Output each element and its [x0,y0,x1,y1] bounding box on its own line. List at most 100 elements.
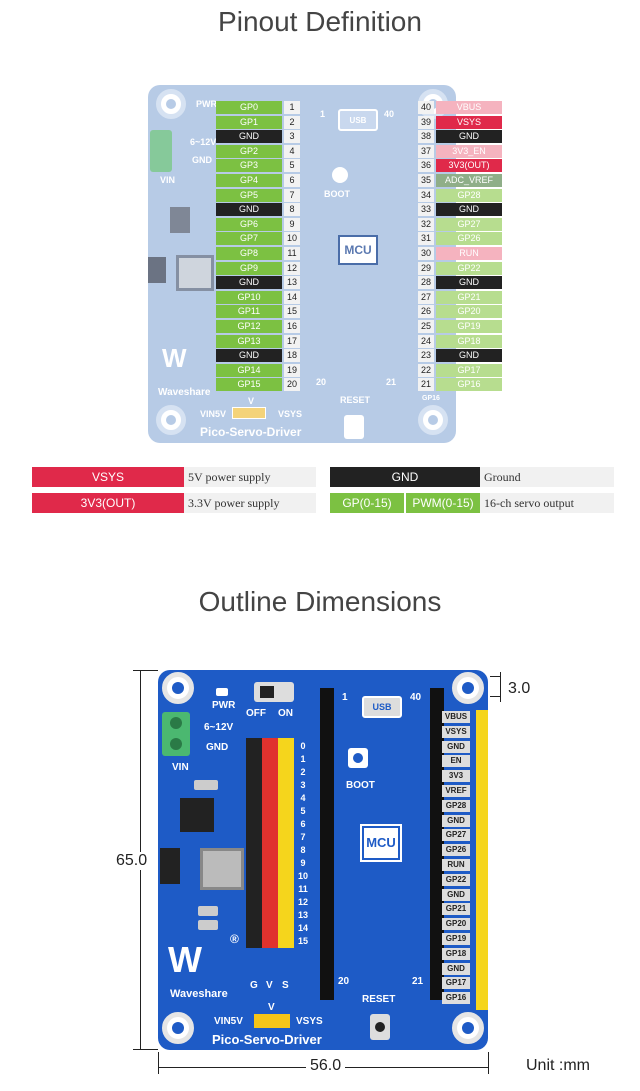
height-dimension: 65.0 [116,852,148,870]
left-pin-label: GP8 [216,247,282,260]
right-pin-label: ADC_VREF [436,174,502,187]
left-pin-number: 12 [284,261,300,275]
pico-header-right [430,688,444,1000]
right-pin-number: 24 [418,334,434,348]
left-pin-label: GP10 [216,290,282,304]
vin5v-label: VIN5V [214,1016,243,1027]
mounting-hole [452,1012,484,1044]
right-pin-number: 26 [418,305,434,319]
pico-pin-label: GND [442,962,470,975]
left-pin-label: GP11 [216,305,282,319]
reset-label: RESET [362,994,396,1005]
servo-header-v [262,738,278,948]
right-pin-label: VSYS [436,115,502,129]
right-pin-number: 40 [418,101,434,114]
pico-pin-label: GP21 [442,903,470,916]
mounting-hole [452,672,484,704]
left-pin-label: GP1 [216,115,282,129]
right-pin-number: 38 [418,130,434,144]
mcu-chip: MCU [338,235,378,265]
left-pin-number: 3 [284,130,300,144]
right-pin-number: 31 [418,232,434,246]
left-pin-number: 15 [284,305,300,319]
left-pin-label: GND [216,203,282,217]
left-pin-number: 17 [284,334,300,348]
left-pin-number: 18 [284,349,300,363]
servo-number: 0 [300,741,306,751]
pico-pin-label: GP28 [442,799,470,812]
legend-servo-desc: 16-ch servo output [480,493,614,513]
capacitor [194,780,218,790]
legend-3v3-desc: 3.3V power supply [184,493,316,513]
left-pin-label: GP2 [216,144,282,158]
pico-pin-label: GND [442,740,470,753]
inductor [176,255,214,291]
pin1-label: 1 [320,109,326,119]
pin-header-right [476,710,488,1010]
pico-pin-label: GP27 [442,829,470,842]
vsys-label: VSYS [296,1016,323,1027]
servo-number: 4 [300,793,306,803]
outline-title: Outline Dimensions [198,586,442,617]
brand-label: Waveshare [158,387,211,398]
right-pin-label: GP26 [436,232,502,246]
pico-pin-label: GP18 [442,947,470,960]
pico-pin-label: VREF [442,785,470,797]
right-pin-label: GND [436,276,502,290]
pin40-label: 40 [384,109,395,119]
pico-pin-label: GP20 [442,918,470,931]
on-label: ON [278,708,293,719]
left-pin-label: GP7 [216,232,282,246]
right-pin-label: GND [436,349,502,363]
left-pin-label: GP13 [216,334,282,348]
left-pin-number: 2 [284,115,300,129]
power-switch [254,682,294,702]
left-pin-label: GP15 [216,378,282,392]
servo-number: 11 [298,884,308,894]
servo-number: 7 [300,832,306,842]
pinout-board: PWR 6~12V GND VIN Waveshare W 1 40 20 21… [148,85,456,443]
g-label: G [250,980,258,991]
pin21-label: 21 [386,377,397,387]
servo-number: 10 [297,871,308,881]
right-pin-label: GP17 [436,363,502,377]
pico-pin-label: RUN [442,859,470,871]
pinout-title: Pinout Definition [218,6,422,37]
right-pin-number: 37 [418,144,434,158]
right-pin-label: GP21 [436,290,502,304]
s-label: S [282,980,289,991]
left-pin-number: 9 [284,217,300,231]
vin-label: VIN [172,762,189,773]
mounting-hole [418,405,448,435]
board-name: Pico-Servo-Driver [200,425,302,439]
right-pin-label: GND [436,203,502,217]
servo-number: 6 [300,819,306,829]
right-pin-label: GP22 [436,261,502,275]
reset-button [344,415,364,439]
right-pin-number: 30 [418,247,434,260]
pico-pin-label: VBUS [442,711,470,723]
right-pin-label: VBUS [436,101,502,114]
left-pin-number: 16 [284,320,300,333]
left-pin-number: 13 [284,276,300,290]
right-pin-label: GND [436,130,502,144]
usb-connector: USB [362,696,402,718]
servo-number: 5 [300,806,306,816]
pico-pin-label: GP22 [442,873,470,886]
left-pin-number: 4 [284,144,300,158]
pico-pin-label: 3V3 [442,770,470,783]
legend-gnd-desc: Ground [480,467,614,487]
servo-number: 1 [300,754,306,764]
waveshare-logo: W [168,939,202,980]
right-pin-number: 21 [418,378,434,392]
right-pin-number: 34 [418,188,434,202]
left-pin-label: GND [216,349,282,363]
right-pin-label: GP16 [436,378,502,392]
right-pin-number: 29 [418,261,434,275]
vin-range-label: 6~12V [204,722,234,733]
left-pin-label: GND [216,276,282,290]
right-pin-number: 39 [418,115,434,129]
boot-button [348,748,368,768]
right-pin-number: 23 [418,349,434,363]
gp16-label: GP16 [422,395,440,402]
